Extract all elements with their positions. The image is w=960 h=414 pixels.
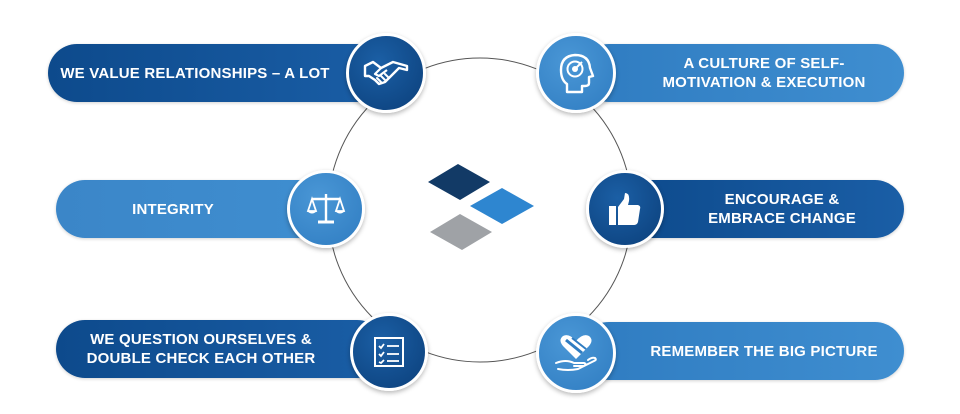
value-pill-self-motivation: A CULTURE OF SELF- MOTIVATION & EXECUTIO… <box>580 44 904 102</box>
value-label-integrity: INTEGRITY <box>132 200 214 218</box>
handshake-icon <box>363 60 409 86</box>
company-logo <box>428 164 534 250</box>
value-label-embrace-change: ENCOURAGE & EMBRACE CHANGE <box>708 191 856 227</box>
scales-badge <box>287 170 365 248</box>
handshake-badge <box>346 33 426 113</box>
heart-hand-badge <box>536 313 616 393</box>
value-pill-relationships: WE VALUE RELATIONSHIPS – A LOT <box>48 44 388 102</box>
value-label-big-picture: REMEMBER THE BIG PICTURE <box>650 342 878 360</box>
value-pill-embrace-change: ENCOURAGE & EMBRACE CHANGE <box>620 180 904 238</box>
value-label-relationships: WE VALUE RELATIONSHIPS – A LOT <box>60 64 330 82</box>
scales-icon <box>306 194 346 224</box>
head-target-badge <box>536 33 616 113</box>
thumbs-up-badge <box>586 170 664 248</box>
checklist-badge <box>350 313 428 391</box>
value-label-self-motivation: A CULTURE OF SELF- MOTIVATION & EXECUTIO… <box>662 55 866 91</box>
head-target-icon <box>559 53 595 94</box>
value-label-question-ourselves: WE QUESTION OURSELVES & DOUBLE CHECK EAC… <box>86 331 316 367</box>
checklist-icon <box>374 337 404 367</box>
value-pill-big-picture: REMEMBER THE BIG PICTURE <box>580 322 904 380</box>
heart-hand-icon <box>555 335 597 371</box>
value-pill-question-ourselves: WE QUESTION OURSELVES & DOUBLE CHECK EAC… <box>56 320 386 378</box>
thumbs-up-icon <box>609 193 641 225</box>
value-pill-integrity: INTEGRITY <box>56 180 326 238</box>
